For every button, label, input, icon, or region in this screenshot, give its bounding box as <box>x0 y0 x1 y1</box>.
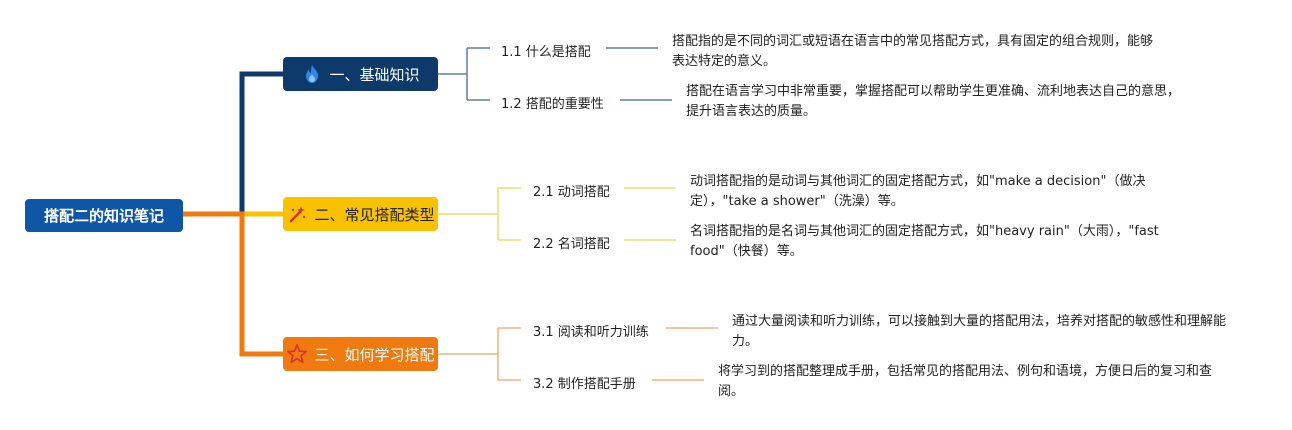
star-icon <box>286 343 308 365</box>
item-label: 2.2 名词搭配 <box>533 237 610 252</box>
item-3-2[interactable]: 3.2 制作搭配手册 <box>533 373 636 392</box>
fire-icon <box>301 63 323 85</box>
item-1-1[interactable]: 1.1 什么是搭配 <box>501 41 591 60</box>
branch-label: 三、如何学习搭配 <box>314 345 435 364</box>
connector-root-b1 <box>183 71 283 217</box>
item-label: 3.2 制作搭配手册 <box>533 377 636 392</box>
branch-node-learning[interactable]: 三、如何学习搭配 <box>283 337 438 371</box>
item-2-2[interactable]: 2.2 名词搭配 <box>533 233 610 252</box>
branch-node-types[interactable]: 二、常见搭配类型 <box>283 197 438 231</box>
magic-wand-icon <box>286 203 308 225</box>
connector-root-b3 <box>183 211 283 357</box>
desc-3-2: 将学习到的搭配整理成手册，包括常见的搭配用法、例句和语境，方便日后的复习和查阅。 <box>718 364 1213 399</box>
item-label: 3.1 阅读和听力训练 <box>533 325 649 340</box>
branch-label: 一、基础知识 <box>329 65 420 84</box>
connector-b2-items <box>438 187 521 241</box>
branch-node-basics[interactable]: 一、基础知识 <box>283 57 438 91</box>
desc-1-1: 搭配指的是不同的词汇或短语在语言中的常见搭配方式，具有固定的组合规则，能够表达特… <box>672 34 1154 69</box>
item-label: 1.1 什么是搭配 <box>501 45 591 60</box>
root-label: 搭配二的知识笔记 <box>43 207 164 225</box>
item-label: 1.2 搭配的重要性 <box>501 97 604 112</box>
connector-b3-items <box>438 327 521 381</box>
desc-2-1: 动词搭配指的是动词与其他词汇的固定搭配方式，如"make a decision"… <box>690 174 1146 209</box>
desc-3-1: 通过大量阅读和听力训练，可以接触到大量的搭配用法，培养对搭配的敏感性和理解能力。 <box>732 314 1227 349</box>
connector-b1-items <box>438 47 490 101</box>
item-3-1[interactable]: 3.1 阅读和听力训练 <box>533 321 649 340</box>
desc-1-2: 搭配在语言学习中非常重要，掌握搭配可以帮助学生更准确、流利地表达自己的意思，提升… <box>686 84 1181 119</box>
item-1-2[interactable]: 1.2 搭配的重要性 <box>501 93 604 112</box>
item-2-1[interactable]: 2.1 动词搭配 <box>533 181 610 200</box>
branch-label: 二、常见搭配类型 <box>314 205 435 224</box>
root-node[interactable]: 搭配二的知识笔记 <box>25 199 183 232</box>
desc-2-2: 名词搭配指的是名词与其他词汇的固定搭配方式，如"heavy rain"（大雨），… <box>690 224 1159 259</box>
item-label: 2.1 动词搭配 <box>533 185 610 200</box>
